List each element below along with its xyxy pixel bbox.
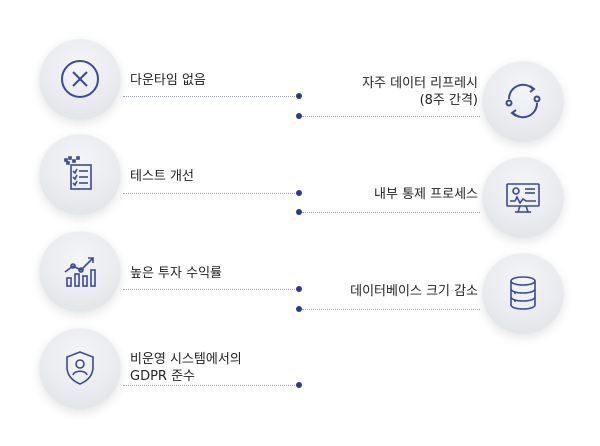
monitor-dashboard-icon xyxy=(506,183,540,213)
connector-dot xyxy=(296,382,302,388)
checklist-icon xyxy=(64,156,92,190)
connector-dot xyxy=(296,286,302,292)
label-frequent-refresh: 자주 데이터 리프레시 (8주 간격) xyxy=(362,76,478,108)
dotted-line xyxy=(123,96,299,97)
connector-dot xyxy=(296,209,302,215)
dotted-line xyxy=(123,289,299,290)
icon-circle-no-downtime xyxy=(39,38,121,120)
icon-circle-high-roi xyxy=(39,230,121,312)
connector-dot xyxy=(296,113,302,119)
label-high-roi: 높은 투자 수익률 xyxy=(130,266,222,281)
label-test-improvement: 테스트 개선 xyxy=(130,169,194,184)
refresh-cycle-icon xyxy=(505,83,541,119)
connector-dot xyxy=(296,306,302,312)
icon-circle-internal-control xyxy=(482,156,564,238)
label-db-size-reduction: 데이터베이스 크기 감소 xyxy=(350,284,478,299)
label-no-downtime: 다운타임 없음 xyxy=(130,73,206,88)
connector-dot xyxy=(296,93,302,99)
growth-chart-icon xyxy=(64,257,96,287)
label-gdpr: 비운영 시스템에서의 GDPR 준수 xyxy=(130,352,242,384)
icon-circle-db-size-reduction xyxy=(482,252,564,334)
dotted-line xyxy=(302,309,480,310)
icon-circle-frequent-refresh xyxy=(482,60,564,142)
x-circle-icon xyxy=(61,60,99,98)
connector-dot xyxy=(296,190,302,196)
dotted-line xyxy=(302,116,480,117)
dotted-line xyxy=(123,385,299,386)
database-icon xyxy=(510,276,536,310)
icon-circle-gdpr xyxy=(39,327,121,409)
dotted-line xyxy=(123,193,299,194)
dotted-line xyxy=(302,212,480,213)
shield-user-icon xyxy=(66,351,94,385)
label-internal-control: 내부 통제 프로세스 xyxy=(374,187,478,202)
icon-circle-test-improvement xyxy=(39,133,121,215)
